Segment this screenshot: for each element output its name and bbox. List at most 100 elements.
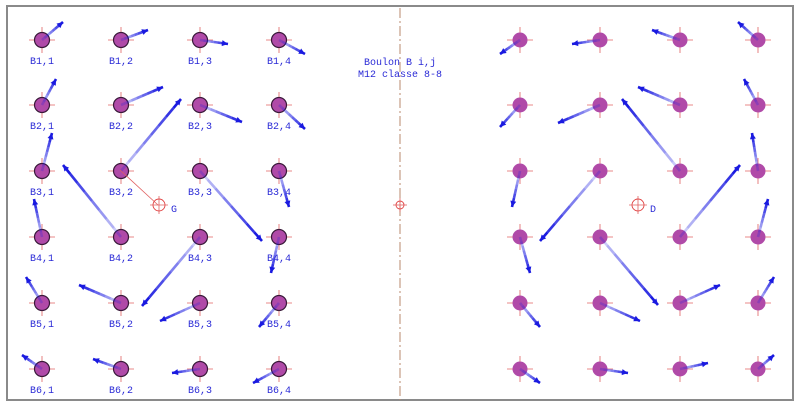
bolt [507, 158, 533, 208]
bolt: B2,1 [29, 78, 58, 133]
bolt-hole [512, 295, 528, 311]
bolt-hole [191, 294, 209, 312]
bolt-hole [112, 294, 130, 312]
force-vector [637, 85, 681, 107]
arrow-head [540, 234, 547, 241]
bolt [539, 158, 613, 242]
arrow-head [160, 315, 167, 322]
bolt: B5,4 [258, 290, 292, 331]
force-vector [518, 236, 532, 274]
force-vector [519, 367, 541, 385]
bolt [745, 276, 776, 316]
arrow-head [26, 277, 32, 284]
bolt-hole [191, 228, 209, 246]
arrow-head [767, 355, 774, 362]
arrow-head [525, 266, 532, 273]
bolt-hole [592, 97, 608, 113]
force-vector [32, 198, 44, 238]
bolt [667, 164, 741, 250]
arrow-head [298, 122, 305, 129]
force-vector [61, 164, 123, 238]
bolt: B5,2 [78, 283, 134, 331]
force-vector [742, 78, 760, 106]
target-crosshair-icon [150, 196, 168, 214]
bolt: B4,3 [141, 224, 213, 307]
bolt-label: B4,1 [30, 254, 54, 265]
bolt-hole [270, 360, 288, 378]
bolt: B6,4 [252, 356, 292, 397]
bolt-hole [672, 32, 688, 48]
bolt [745, 198, 771, 250]
bolt-hole [592, 32, 608, 48]
arrow-head [79, 284, 86, 291]
force-vector [40, 132, 54, 172]
arrow-head [235, 116, 242, 123]
bolt: B3,4 [266, 158, 292, 208]
bolt-label: B3,1 [30, 188, 54, 199]
force-vector [171, 367, 201, 376]
force-vector [651, 28, 681, 42]
arrow-head [141, 29, 148, 35]
bolt: B1,2 [108, 27, 149, 68]
bolt: B5,1 [24, 276, 55, 331]
bolt: B3,3 [187, 158, 263, 242]
force-vector [679, 164, 741, 238]
bolt-hole [512, 32, 528, 48]
bolt: B6,3 [171, 356, 213, 397]
arrow-head [768, 277, 774, 284]
bolt [587, 290, 641, 323]
bolt-hole [750, 163, 766, 179]
arrow-head [621, 369, 628, 376]
arrow-head [253, 377, 260, 383]
arrow-head [32, 199, 39, 206]
bolt-label: B6,3 [188, 386, 212, 397]
bolt-label: B4,4 [267, 254, 291, 265]
bolt-hole [750, 97, 766, 113]
bolt [637, 85, 693, 118]
arrow-head [638, 86, 645, 93]
bolt-label: B2,1 [30, 122, 54, 133]
bolt-hole [33, 360, 51, 378]
title-line-1: Boulon B i,j [364, 57, 436, 69]
bolt-label: B6,2 [109, 386, 133, 397]
bolt [667, 356, 709, 382]
right-bolt-group [499, 21, 776, 385]
force-vector [571, 38, 601, 47]
bolt-hole [270, 294, 288, 312]
bolt: B1,4 [266, 27, 306, 68]
bolt-label: B1,2 [109, 57, 133, 68]
bolt-label: B4,3 [188, 254, 212, 265]
bolt: B2,4 [266, 92, 306, 133]
bolt-hole [750, 229, 766, 245]
bolt [620, 98, 693, 184]
bolt: B6,2 [92, 356, 134, 397]
bolt-label: B5,4 [267, 320, 291, 331]
bolt-hole [512, 97, 528, 113]
force-vector [599, 301, 641, 323]
bolt [507, 356, 541, 385]
target-crosshair-icon [629, 196, 647, 214]
bolt-hole [33, 228, 51, 246]
bolt: B4,4 [266, 224, 292, 274]
arrow-head [749, 133, 756, 140]
bolt-hole [672, 163, 688, 179]
bolt-hole [512, 361, 528, 377]
force-vector [756, 198, 770, 238]
bolt-hole [191, 31, 209, 49]
arrow-head [701, 361, 708, 368]
force-vector [599, 367, 629, 376]
bolt-label: B3,4 [267, 188, 291, 199]
bolt-hole [672, 97, 688, 113]
arrow-head [500, 120, 507, 127]
bolt [745, 132, 771, 184]
bolt-hole [270, 162, 288, 180]
title-line-2: M12 classe 8-8 [358, 69, 442, 81]
arrow-head [221, 40, 228, 47]
bolt-hole [112, 96, 130, 114]
bolt [742, 78, 771, 118]
center-reference-point [393, 198, 407, 212]
arrow-head [56, 22, 63, 29]
force-vector [269, 236, 281, 274]
bolt-hole [750, 32, 766, 48]
arrow-head [622, 99, 629, 106]
